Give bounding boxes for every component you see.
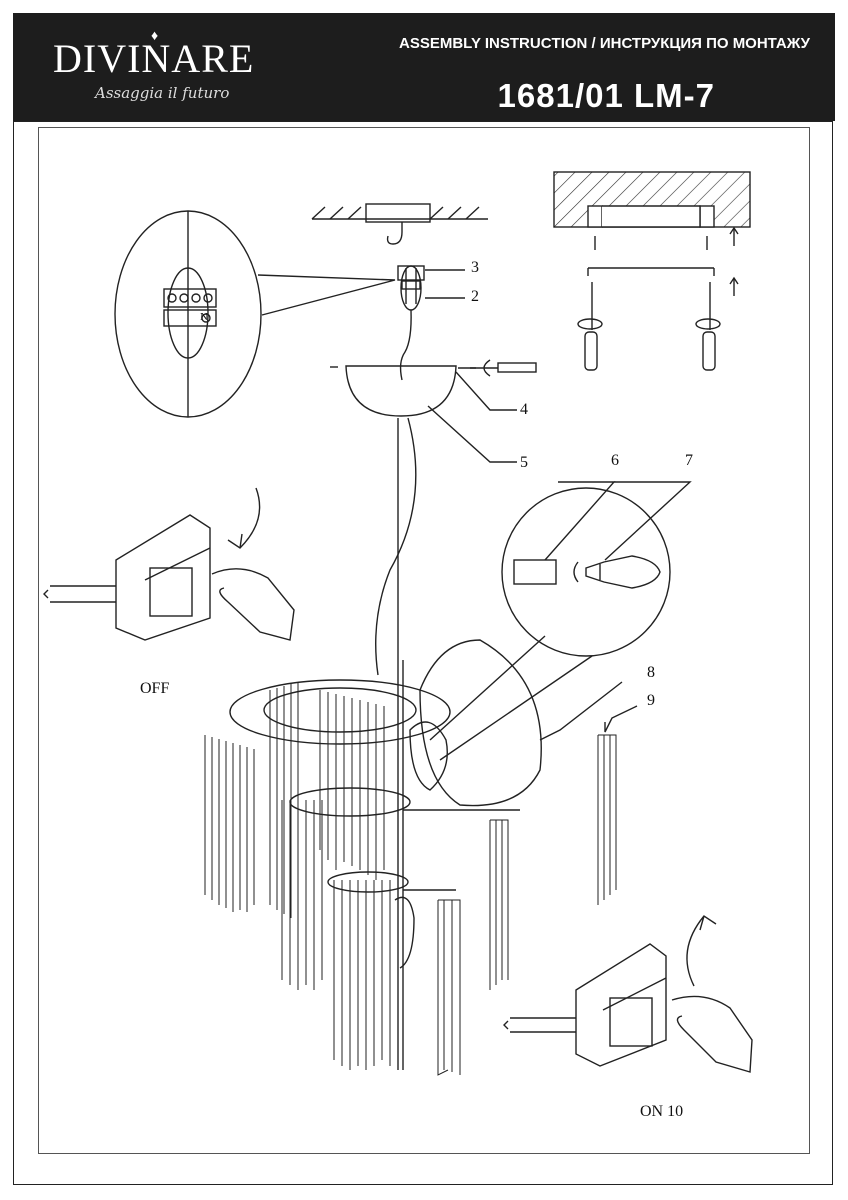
brand-logo: DIVINARE [53, 36, 255, 81]
canopy-icon [330, 359, 537, 417]
switch-on-label: ON 10 [640, 1103, 684, 1120]
model-number: 1681/01 LM-7 [497, 77, 715, 114]
screwdriver-icon [577, 282, 721, 371]
wall-switch-on-icon [503, 943, 667, 1067]
part-label-4: 4 [520, 401, 528, 418]
mounting-bracket-icon [553, 171, 751, 296]
connector-detail-icon [114, 210, 396, 418]
part-label-6: 6 [611, 452, 619, 469]
terminal-n-label: N [200, 311, 208, 323]
outer-frame [13, 121, 833, 1185]
crystal-prisms-icon [204, 682, 617, 1076]
arrow-down-icon [227, 487, 261, 549]
hand-icon [211, 568, 295, 641]
part-label-9: 9 [647, 692, 655, 709]
hand-icon [671, 995, 753, 1073]
arrow-up-icon [686, 915, 717, 987]
flame-icon: ♦ [151, 27, 159, 43]
part-label-3: 3 [471, 259, 479, 276]
brand-tagline: Assaggia il futuro [95, 84, 230, 102]
part-label-7: 7 [685, 452, 693, 469]
part-label-5: 5 [520, 454, 528, 471]
document-title: ASSEMBLY INSTRUCTION / ИНСТРУКЦИЯ ПО МОН… [399, 35, 810, 52]
chandelier-icon [229, 639, 542, 1070]
header-bar: ♦ DIVINARE Assaggia il futuro ASSEMBLY I… [13, 13, 835, 121]
bulb-detail-icon [501, 487, 671, 657]
wire-connector-icon [397, 265, 425, 381]
wall-switch-off-icon [43, 514, 211, 641]
ceiling-icon [311, 203, 488, 245]
inner-frame [38, 127, 810, 1154]
part-label-8: 8 [647, 664, 655, 681]
switch-off-label: OFF [140, 680, 170, 697]
part-label-2: 2 [471, 288, 479, 305]
